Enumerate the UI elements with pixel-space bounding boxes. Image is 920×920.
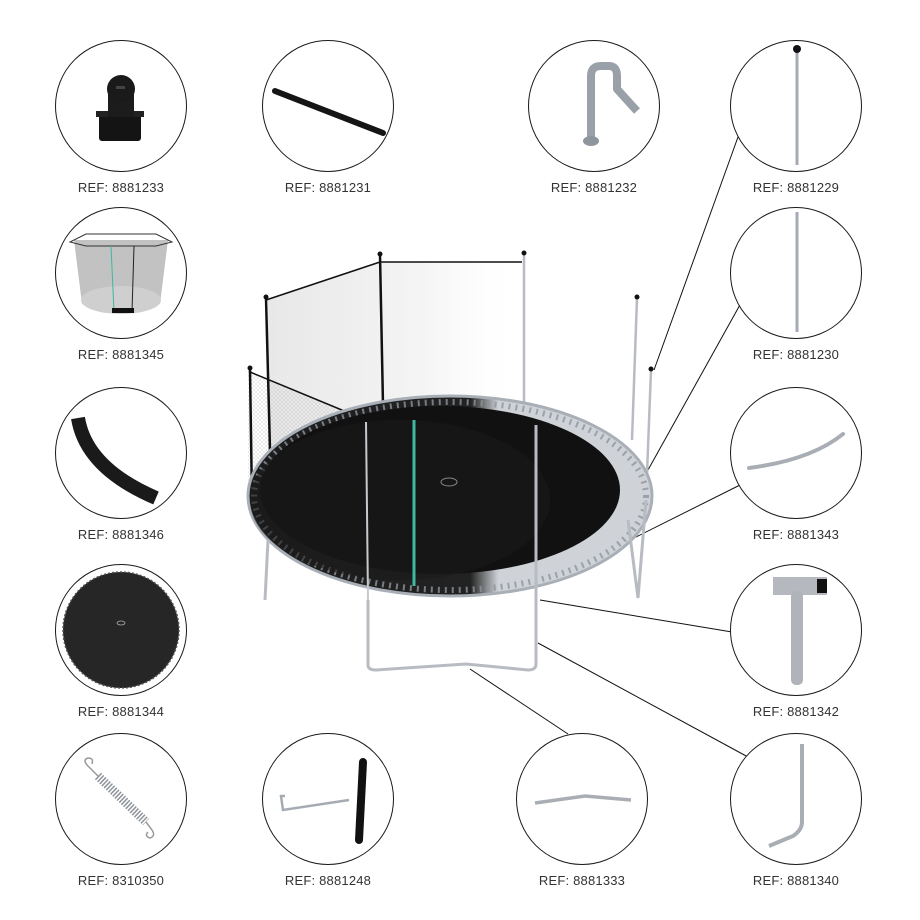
part-circle: [55, 564, 187, 696]
part-circle: [730, 387, 862, 519]
part-circle: [55, 387, 187, 519]
part-pole-cap: REF: 8881233: [55, 40, 187, 195]
part-jump-mat: REF: 8881344: [55, 564, 187, 719]
spring-icon: [84, 757, 155, 839]
part-ref-label: REF: 8881229: [752, 180, 840, 195]
part-circle: [55, 733, 187, 865]
part-circle: [730, 564, 862, 696]
part-ref-label: REF: 8881233: [77, 180, 165, 195]
part-t-connector: REF: 8881342: [730, 564, 862, 719]
part-ref-label: REF: 8881343: [752, 527, 840, 542]
upper-pole-icon: [793, 45, 801, 165]
part-ref-label: REF: 8881342: [752, 704, 840, 719]
part-circle: [262, 733, 394, 865]
part-safety-net: REF: 8881345: [55, 207, 187, 362]
net-clip-icon: [583, 62, 640, 146]
part-ref-label: REF: 8881248: [284, 873, 372, 888]
pole-cap-icon: [96, 75, 144, 141]
part-leg-upright: REF: 8881340: [730, 733, 862, 888]
part-circle: [516, 733, 648, 865]
jump-mat-icon: [62, 571, 180, 689]
part-ref-label: REF: 8881231: [284, 180, 372, 195]
part-ref-label: REF: 8881346: [77, 527, 165, 542]
spring-tool-icon: [279, 758, 367, 844]
part-frame-tube: REF: 8881343: [730, 387, 862, 542]
part-foam-sleeve: REF: 8881231: [262, 40, 394, 195]
part-ref-label: REF: 8310350: [77, 873, 165, 888]
padding-segment-icon: [71, 416, 159, 505]
part-ref-label: REF: 8881230: [752, 347, 840, 362]
part-circle: [528, 40, 660, 172]
part-circle: [55, 207, 187, 339]
lower-pole-icon: [795, 212, 799, 332]
part-leg-crossbar: REF: 8881333: [516, 733, 648, 888]
part-ref-label: REF: 8881340: [752, 873, 840, 888]
frame-tube-icon: [747, 432, 845, 470]
part-spring-tool: REF: 8881248: [262, 733, 394, 888]
leg-crossbar-icon: [534, 794, 632, 805]
part-ref-label: REF: 8881344: [77, 704, 165, 719]
foam-sleeve-icon: [272, 88, 386, 136]
part-ref-label: REF: 8881333: [538, 873, 626, 888]
safety-net-icon: [68, 233, 174, 314]
part-circle: [262, 40, 394, 172]
part-upper-pole: REF: 8881229: [730, 40, 862, 195]
leg-upright-icon: [768, 744, 804, 848]
part-net-clip: REF: 8881232: [528, 40, 660, 195]
part-ref-label: REF: 8881345: [77, 347, 165, 362]
part-lower-pole: REF: 8881230: [730, 207, 862, 362]
part-circle: [730, 40, 862, 172]
part-circle: [730, 733, 862, 865]
part-circle: [730, 207, 862, 339]
part-spring: REF: 8310350: [55, 733, 187, 888]
part-ref-label: REF: 8881232: [550, 180, 638, 195]
part-circle: [55, 40, 187, 172]
part-padding-segment: REF: 8881346: [55, 387, 187, 542]
t-connector-icon: [773, 577, 827, 685]
